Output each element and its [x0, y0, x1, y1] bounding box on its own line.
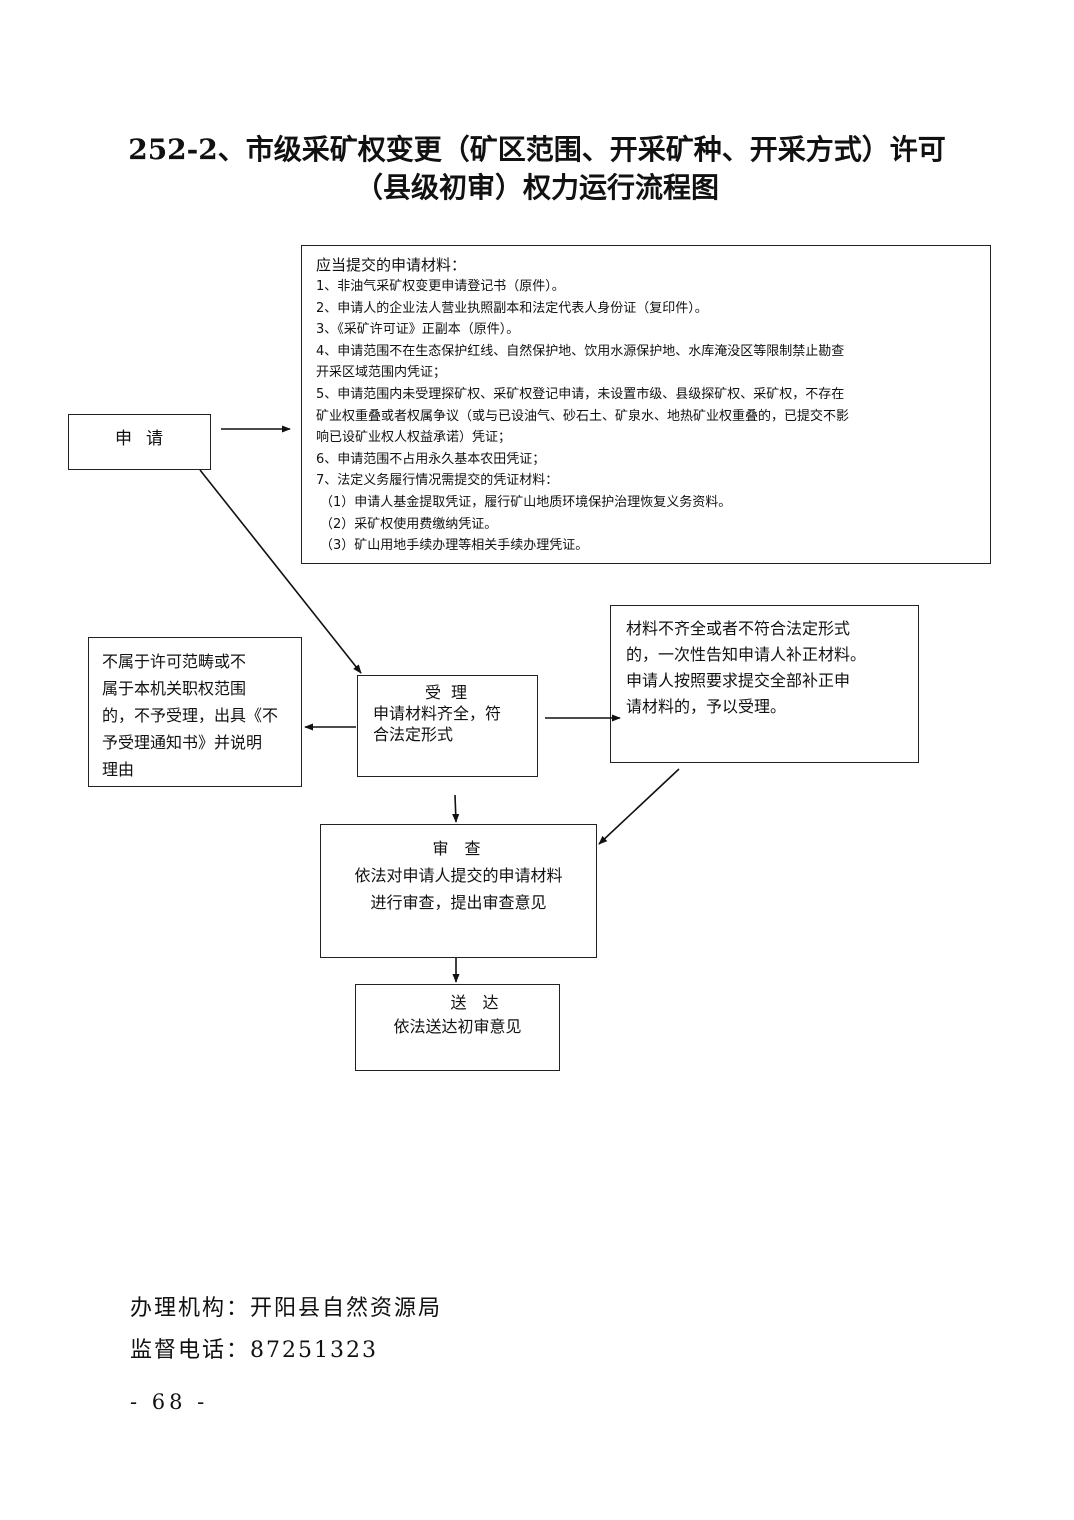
materials-item: （2）采矿权使用费缴纳凭证。	[320, 516, 498, 532]
materials-item: 3、《采矿许可证》正副本（原件）。	[316, 322, 520, 338]
materials-item: （1）申请人基金提取凭证，履行矿山地质环境保护治理恢复义务资料。	[320, 494, 732, 510]
correction-box: 材料不齐全或者不符合法定形式 的，一次性告知申请人补正材料。 申请人按照要求提交…	[610, 605, 919, 763]
deliver-line: 依法送达初审意见	[393, 1017, 522, 1036]
apply-box: 申请	[68, 414, 211, 470]
footer-phone: 监督电话：87251323	[130, 1338, 378, 1363]
arrow-correction-to-review	[598, 768, 680, 845]
title-line-1: 252-2、市级采矿权变更（矿区范围、开采矿种、开采方式）许可	[128, 133, 946, 166]
accept-label: 受理	[425, 683, 478, 702]
reject-line: 属于本机关职权范围	[102, 679, 247, 698]
reject-line: 不属于许可范畴或不	[102, 652, 247, 671]
deliver-box: 送达 依法送达初审意见	[355, 984, 560, 1071]
materials-item: 7、法定义务履行情况需提交的凭证材料：	[316, 473, 559, 489]
materials-item: 4、申请范围不在生态保护红线、自然保护地、饮用水源保护地、水库淹没区等限制禁止勘…	[316, 343, 845, 359]
materials-item: 2、申请人的企业法人营业执照副本和法定代表人身份证（复印件）。	[316, 300, 708, 316]
arrow-apply-to-accept	[199, 469, 362, 674]
materials-box: 应当提交的申请材料： 1、非油气采矿权变更申请登记书（原件）。 2、申请人的企业…	[301, 245, 991, 564]
accept-box: 受理 申请材料齐全，符 合法定形式	[357, 675, 538, 777]
accept-line: 申请材料齐全，符	[373, 704, 502, 723]
correction-line: 申请人按照要求提交全部补正申	[626, 671, 851, 690]
correction-line: 材料不齐全或者不符合法定形式	[626, 619, 851, 638]
reject-box: 不属于许可范畴或不 属于本机关职权范围 的，不予受理，出具《不 予受理通知书》并…	[88, 637, 302, 787]
arrow-accept-to-review	[452, 794, 460, 823]
page-number: - 68 -	[130, 1390, 209, 1414]
apply-label: 申请	[115, 429, 177, 449]
materials-heading: 应当提交的申请材料：	[316, 256, 467, 274]
review-line: 依法对申请人提交的申请材料	[354, 866, 563, 885]
accept-line: 合法定形式	[373, 725, 454, 744]
correction-line: 请材料的，予以受理。	[626, 697, 787, 716]
materials-item: 矿业权重叠或者权属争议（或与已设油气、砂石土、矿泉水、地热矿业权重叠的，已提交不…	[316, 408, 850, 424]
review-label: 审查	[432, 839, 497, 858]
materials-item: 5、申请范围内未受理探矿权、采矿权登记申请，未设置市级、县级探矿权、采矿权，不存…	[316, 386, 845, 402]
title-line-2: （县级初审）权力运行流程图	[354, 171, 719, 204]
materials-item: 响已设矿业权人权益承诺）凭证；	[316, 430, 512, 446]
materials-item: 开采区域范围内凭证；	[316, 365, 447, 381]
materials-item: 6、申请范围不占用永久基本农田凭证；	[316, 451, 546, 467]
reject-line: 的，不予受理，出具《不	[102, 706, 279, 725]
reject-line: 理由	[102, 760, 135, 779]
reject-line: 予受理通知书》并说明	[102, 733, 263, 752]
deliver-label: 送达	[450, 993, 515, 1012]
correction-line: 的，一次性告知申请人补正材料。	[626, 645, 867, 664]
footer-agency: 办理机构：开阳县自然资源局	[130, 1296, 443, 1321]
materials-item: 1、非油气采矿权变更申请登记书（原件）。	[316, 279, 565, 294]
materials-item: （3）矿山用地手续办理等相关手续办理凭证。	[320, 538, 589, 554]
review-line: 进行审查，提出审查意见	[370, 893, 547, 912]
review-box: 审查 依法对申请人提交的申请材料 进行审查，提出审查意见	[320, 824, 597, 958]
